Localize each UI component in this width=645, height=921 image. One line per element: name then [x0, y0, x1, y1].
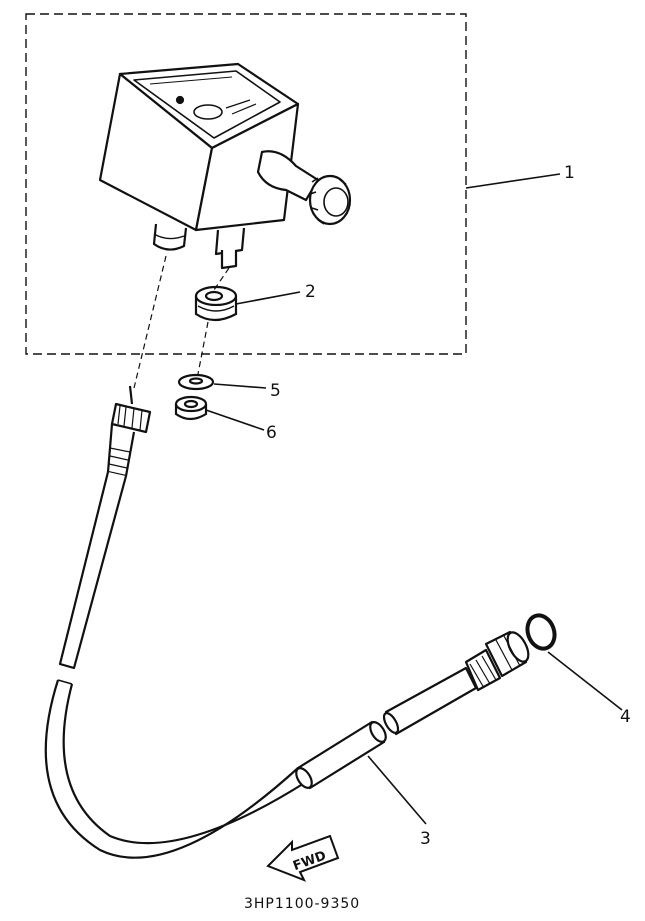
meter-cable-part-3 [44, 385, 530, 859]
assembly-boundary [25, 13, 467, 355]
drawing-code: 3HP1100-9350 [244, 896, 360, 912]
speedometer-assembly [98, 62, 352, 270]
callout-part-2: 2 [305, 282, 316, 302]
callout-part-4: 4 [620, 707, 631, 727]
grommet-part-2 [194, 285, 238, 322]
callout-part-3: 3 [420, 829, 431, 849]
callout-part-6: 6 [266, 423, 277, 443]
fitment-lines [133, 255, 230, 389]
callout-part-5: 5 [270, 381, 281, 401]
o-ring-part-4 [525, 613, 557, 651]
fwd-direction-arrow: FWD [266, 834, 340, 882]
nut-part-6 [174, 395, 208, 421]
washer-part-5 [177, 373, 215, 391]
callout-part-1: 1 [564, 163, 575, 183]
leader-lines [205, 173, 623, 825]
